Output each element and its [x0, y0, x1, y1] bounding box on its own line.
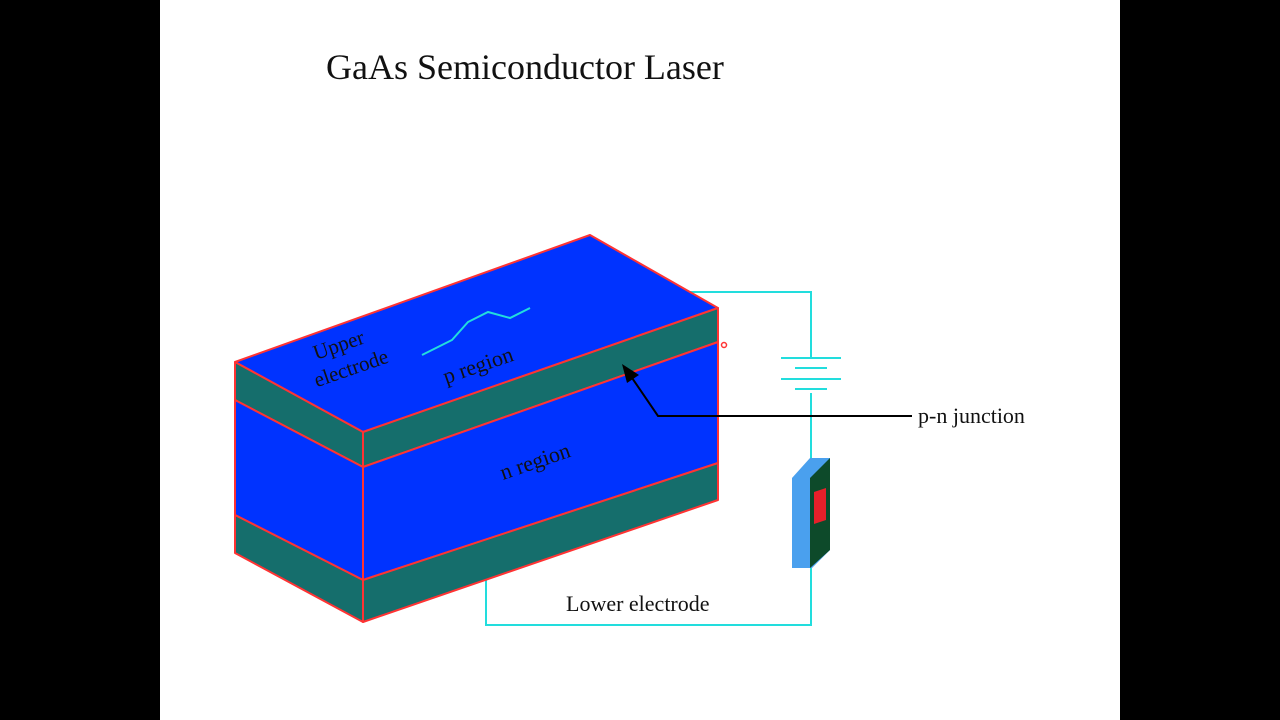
- battery-icon: [781, 357, 841, 390]
- lower-wire: [485, 565, 812, 626]
- lower-electrode-label: Lower electrode: [566, 591, 710, 616]
- upper-electrode-contact: [421, 307, 531, 356]
- emission-point-marker: [720, 341, 728, 349]
- resistor-icon: [792, 458, 830, 568]
- front-face-lower-layer: [362, 462, 719, 623]
- pn-junction-label: p-n junction: [918, 403, 1025, 428]
- laser-block: [234, 234, 719, 623]
- page-title: GaAs Semiconductor Laser: [326, 47, 724, 87]
- pn-junction-pointer: [622, 364, 912, 417]
